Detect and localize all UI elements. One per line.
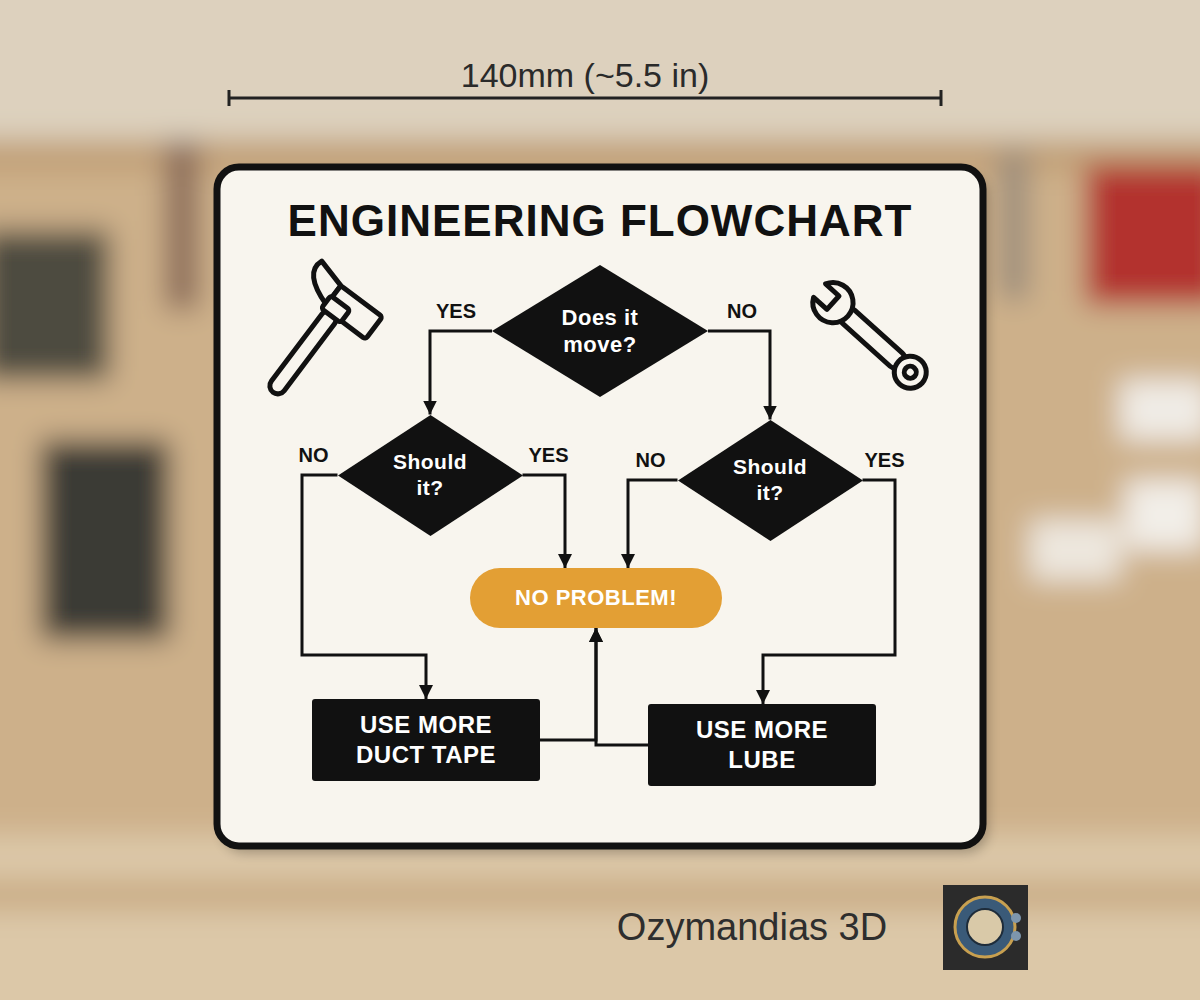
node-text: USE MORE LUBE (672, 715, 852, 775)
node-text-group: Should it? (387, 449, 473, 502)
node-shape (338, 415, 523, 536)
node-text: Does it move? (552, 304, 648, 359)
diamond-outline (338, 415, 523, 536)
decision-diamond: Does it move? (492, 265, 708, 397)
pill-outline (470, 568, 722, 628)
action-box: USE MORE LUBE (648, 704, 876, 786)
hammer-icon (240, 260, 387, 417)
node-text: Should it? (727, 454, 813, 507)
flow-connector (523, 475, 566, 568)
node-text-group: NO PROBLEM! (515, 584, 677, 612)
decision-diamond: Should it? (678, 420, 863, 541)
diamond-outline (492, 265, 708, 397)
node-text-group: Does it move? (552, 304, 648, 359)
edge-label-holder: YES (433, 300, 479, 322)
flow-connector (596, 628, 648, 745)
flow-connector (628, 480, 678, 568)
edge-label-holder: NO (724, 300, 760, 322)
edge-label-holder: YES (861, 449, 907, 471)
brand-name: Ozymandias 3D (617, 907, 887, 949)
plaque (217, 167, 983, 846)
decision-diamond: Should it? (338, 415, 523, 536)
node-text: Should it? (387, 449, 473, 502)
edge-label: YES (433, 300, 479, 322)
edge-label: NO (633, 449, 669, 471)
node-text-group: USE MORE DUCT TAPE (336, 710, 516, 770)
wrench-icon (806, 276, 935, 398)
plaque-title: ENGINEERING FLOWCHART (288, 197, 913, 245)
dimension-label: 140mm (~5.5 in) (461, 57, 710, 94)
edge-label-holder: YES (525, 444, 571, 466)
flow-connector (430, 331, 492, 415)
edge-label: NO (296, 444, 332, 466)
node-text: NO PROBLEM! (515, 584, 677, 612)
brand-logo (943, 885, 1028, 970)
node-shape (492, 265, 708, 397)
node-text: USE MORE DUCT TAPE (336, 710, 516, 770)
flow-connector (540, 628, 596, 740)
node-text-group: Should it? (727, 454, 813, 507)
flow-connector (708, 331, 770, 420)
action-box: USE MORE DUCT TAPE (312, 699, 540, 781)
box-outline (648, 704, 876, 786)
edge-label-holder: NO (633, 449, 669, 471)
box-outline (312, 699, 540, 781)
node-shape (678, 420, 863, 541)
dimension-label-holder: 140mm (~5.5 in) (461, 57, 710, 94)
edge-label: YES (525, 444, 571, 466)
node-text-group: USE MORE LUBE (672, 715, 852, 775)
edge-label-holder: NO (296, 444, 332, 466)
plaque-title-holder: ENGINEERING FLOWCHART (288, 197, 913, 245)
brand-name-holder: Ozymandias 3D (617, 907, 887, 949)
diamond-outline (678, 420, 863, 541)
result-pill: NO PROBLEM! (470, 568, 722, 628)
edge-label: YES (861, 449, 907, 471)
edge-label: NO (724, 300, 760, 322)
